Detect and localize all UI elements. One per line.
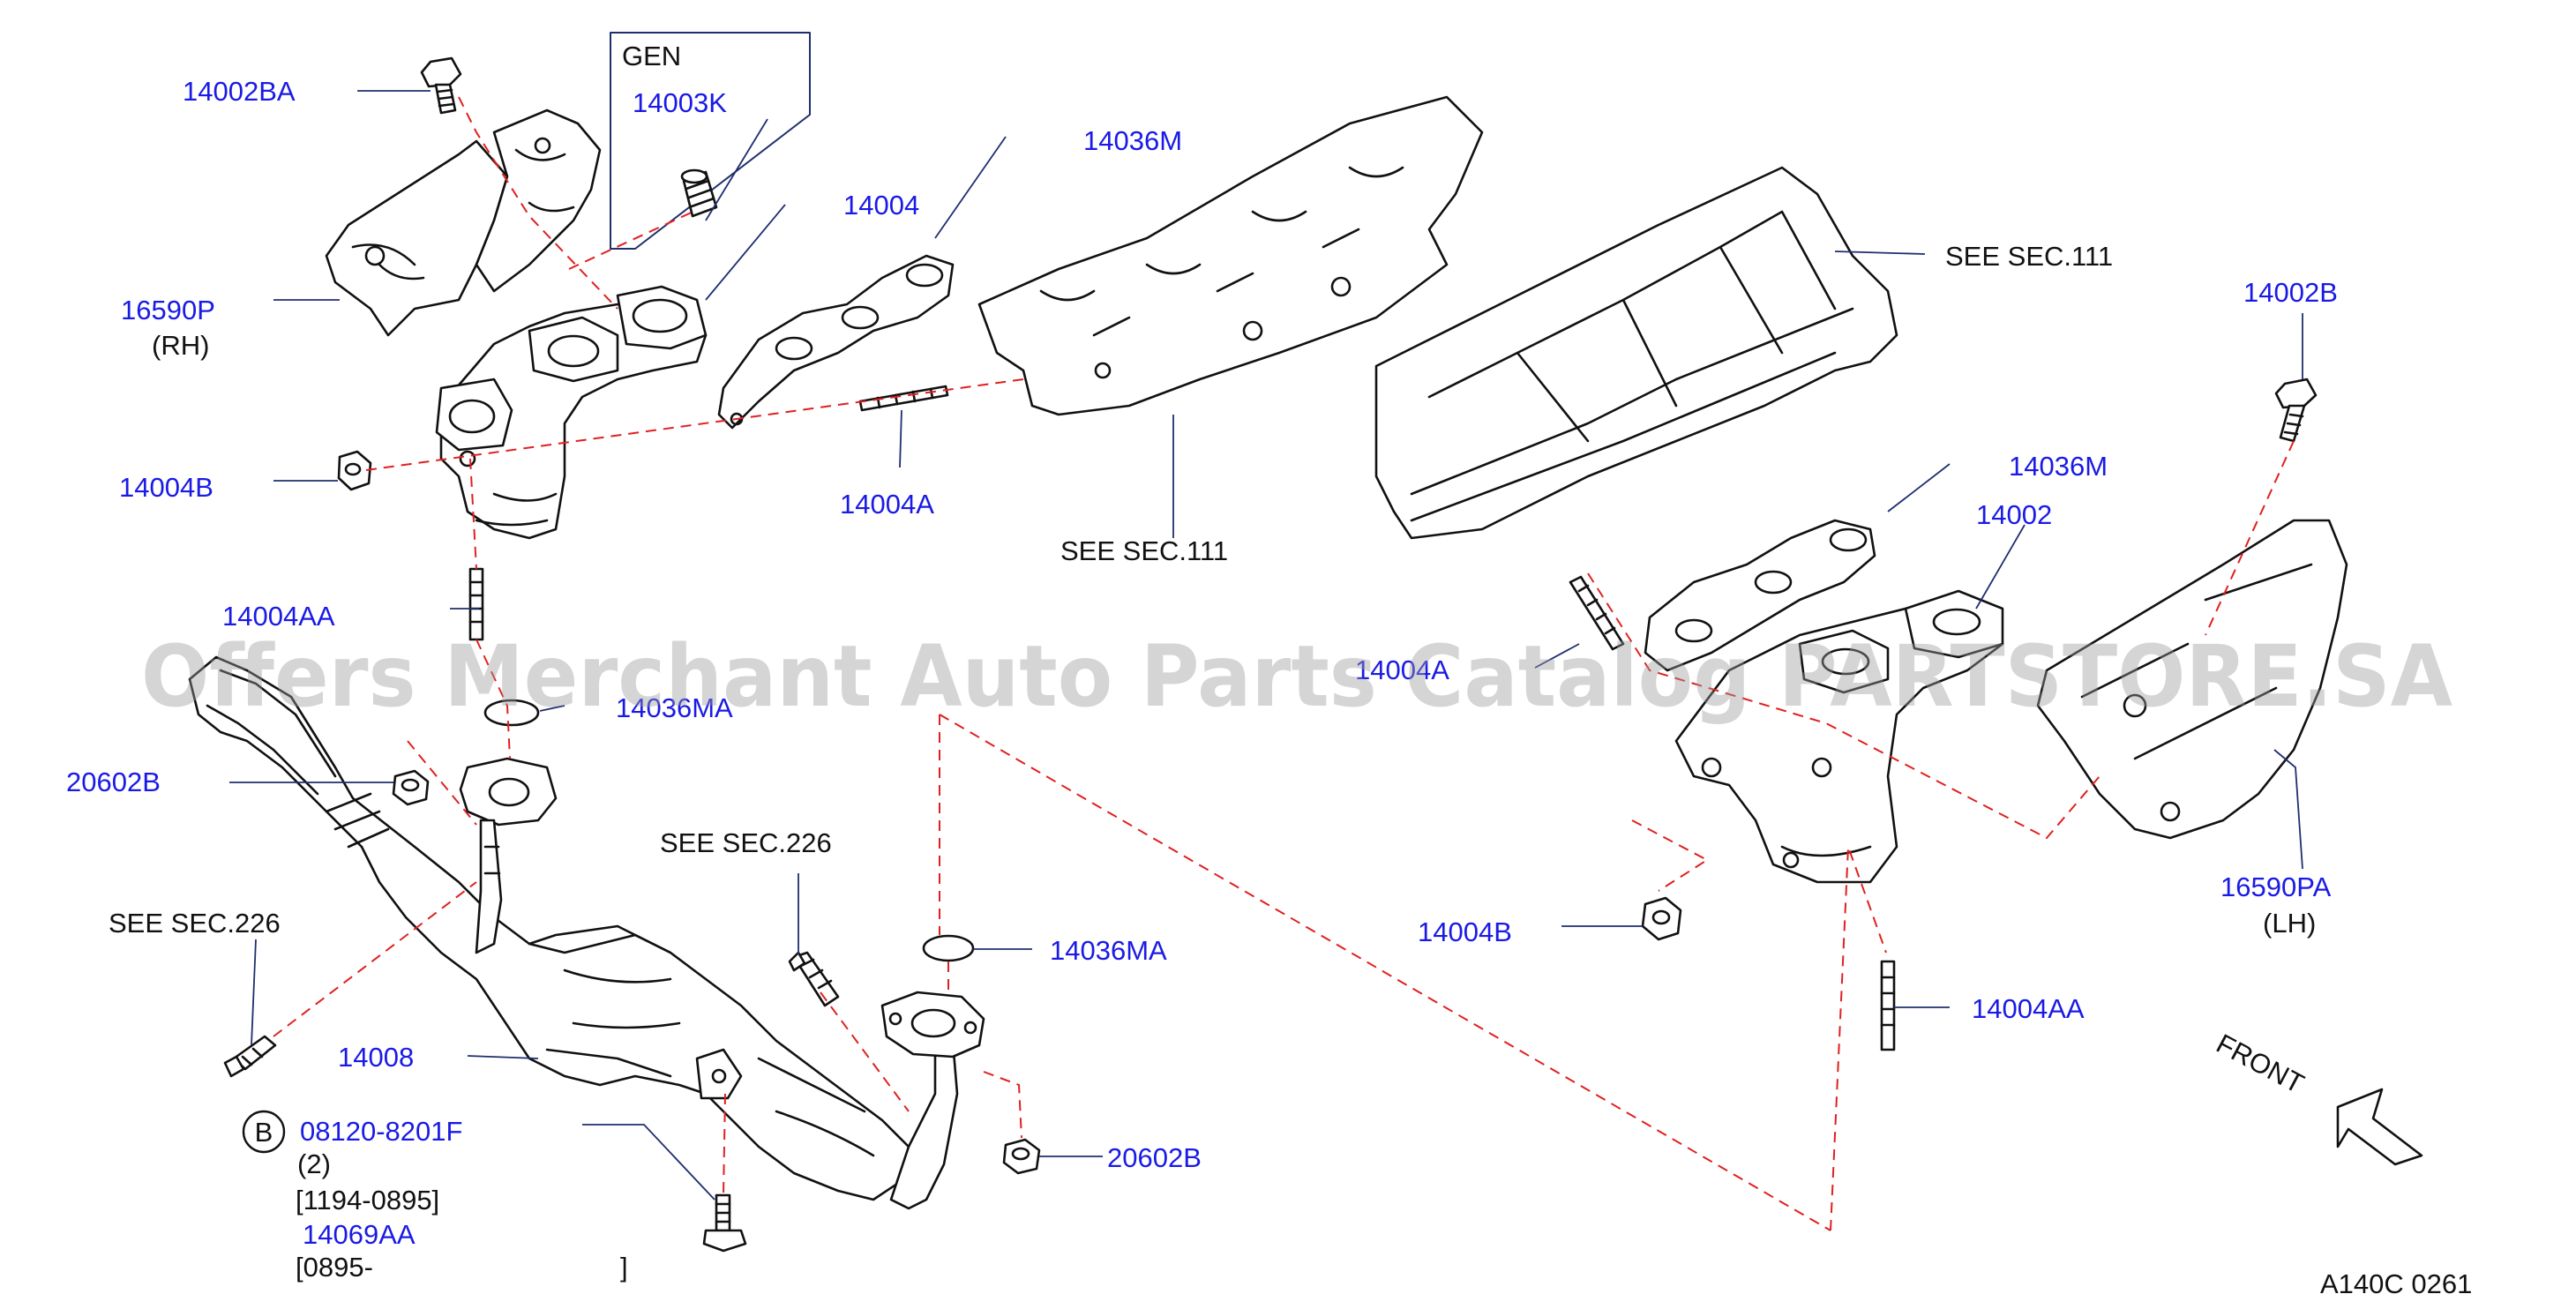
oxygen-sensor-left: [223, 1035, 277, 1078]
bolt-14069aa: [702, 1193, 747, 1253]
label-14002: 14002: [1976, 499, 2052, 530]
label-14036m-lh: 14036M: [2009, 451, 2108, 482]
label-14004a-rh: 14004A: [840, 489, 934, 520]
label-14002b: 14002B: [2243, 277, 2338, 308]
label-rh: (RH): [152, 330, 209, 361]
label-see-sec111-lh: SEE SEC.111: [1945, 241, 2113, 272]
label-14004aa-rh: 14004AA: [222, 601, 335, 632]
stud-14004aa-lh: [1880, 960, 1896, 1051]
nut-20602b-upper: [392, 769, 430, 806]
label-16590p: 16590P: [121, 295, 215, 325]
label-date-range-a: [1194-0895]: [296, 1185, 439, 1216]
label-date-range-b-close: ]: [620, 1252, 628, 1283]
label-14008: 14008: [338, 1042, 414, 1073]
label-14004aa-lh: 14004AA: [1972, 993, 2085, 1024]
label-see-sec226-right: SEE SEC.226: [660, 827, 832, 858]
gen-box: [610, 32, 811, 250]
label-bolt-b: B: [255, 1117, 273, 1148]
label-14036m-rh: 14036M: [1083, 125, 1182, 156]
label-16590pa: 16590PA: [2220, 871, 2332, 902]
label-date-range-b: [0895-: [296, 1252, 373, 1283]
nut-14004b-rh: [337, 450, 372, 491]
label-14004b-rh: 14004B: [119, 472, 213, 503]
gasket-14036m-rh: [717, 254, 955, 430]
exhaust-manifold-lh: [1674, 589, 2004, 884]
nut-20602b-lower: [1002, 1138, 1041, 1175]
label-14036ma-upper: 14036MA: [616, 692, 733, 723]
stud-14004a-lh: [1569, 575, 1625, 651]
label-14069aa: 14069AA: [303, 1219, 416, 1250]
cylinder-head-rh: [977, 95, 1484, 416]
label-14036ma-lower: 14036MA: [1050, 935, 1167, 966]
oxygen-sensor-right: [788, 951, 840, 1007]
bolt-14002ba: [420, 56, 462, 115]
heat-insulator-rh: [325, 108, 602, 337]
label-14003k: 14003K: [633, 87, 727, 118]
label-20602b-lower: 20602B: [1107, 1142, 1202, 1173]
cylinder-head-lh: [1374, 166, 1898, 540]
nut-14004b-lh: [1641, 896, 1682, 941]
label-14002ba: 14002BA: [183, 76, 296, 107]
exhaust-manifold-rh: [435, 285, 708, 540]
leader-lines: [229, 90, 2303, 1201]
label-see-sec226-left: SEE SEC.226: [109, 908, 281, 939]
label-08120-8201f: 08120-8201F: [300, 1116, 462, 1147]
label-qty: (2): [297, 1148, 331, 1179]
stud-14004aa-rh: [468, 567, 484, 641]
label-lh: (LH): [2263, 908, 2316, 939]
gasket-14036m-lh: [1644, 519, 1876, 672]
label-see-sec111-rh: SEE SEC.111: [1060, 535, 1228, 566]
gasket-14036ma-lower: [922, 934, 975, 962]
label-14004a-lh: 14004A: [1355, 654, 1449, 685]
label-diagram-code: A140C 0261: [2320, 1268, 2472, 1299]
exhaust-front-tube-14008: [188, 655, 910, 1201]
label-20602b-upper: 20602B: [66, 767, 161, 797]
part-labels: 14002BA GEN 14003K 14036M 14004 16590P (…: [66, 41, 2472, 1299]
bolt-callout-circle: [242, 1110, 286, 1154]
watermark-text: Offers Merchant Auto Parts Catalog PARTS…: [141, 627, 2452, 726]
bolt-14002b: [2274, 378, 2318, 443]
gasket-14036ma-upper: [483, 699, 540, 727]
label-front: FRONT: [2212, 1028, 2310, 1099]
exhaust-pipe-flange: [880, 991, 985, 1210]
heat-insulator-lh: [2036, 519, 2348, 840]
front-arrow: [2336, 1088, 2423, 1166]
stud-14004a-rh: [858, 385, 949, 412]
label-14004: 14004: [843, 190, 919, 221]
assembly-dashed-lines: [273, 96, 2295, 1231]
label-gen: GEN: [622, 41, 681, 71]
label-14004b-lh: 14004B: [1418, 916, 1512, 947]
